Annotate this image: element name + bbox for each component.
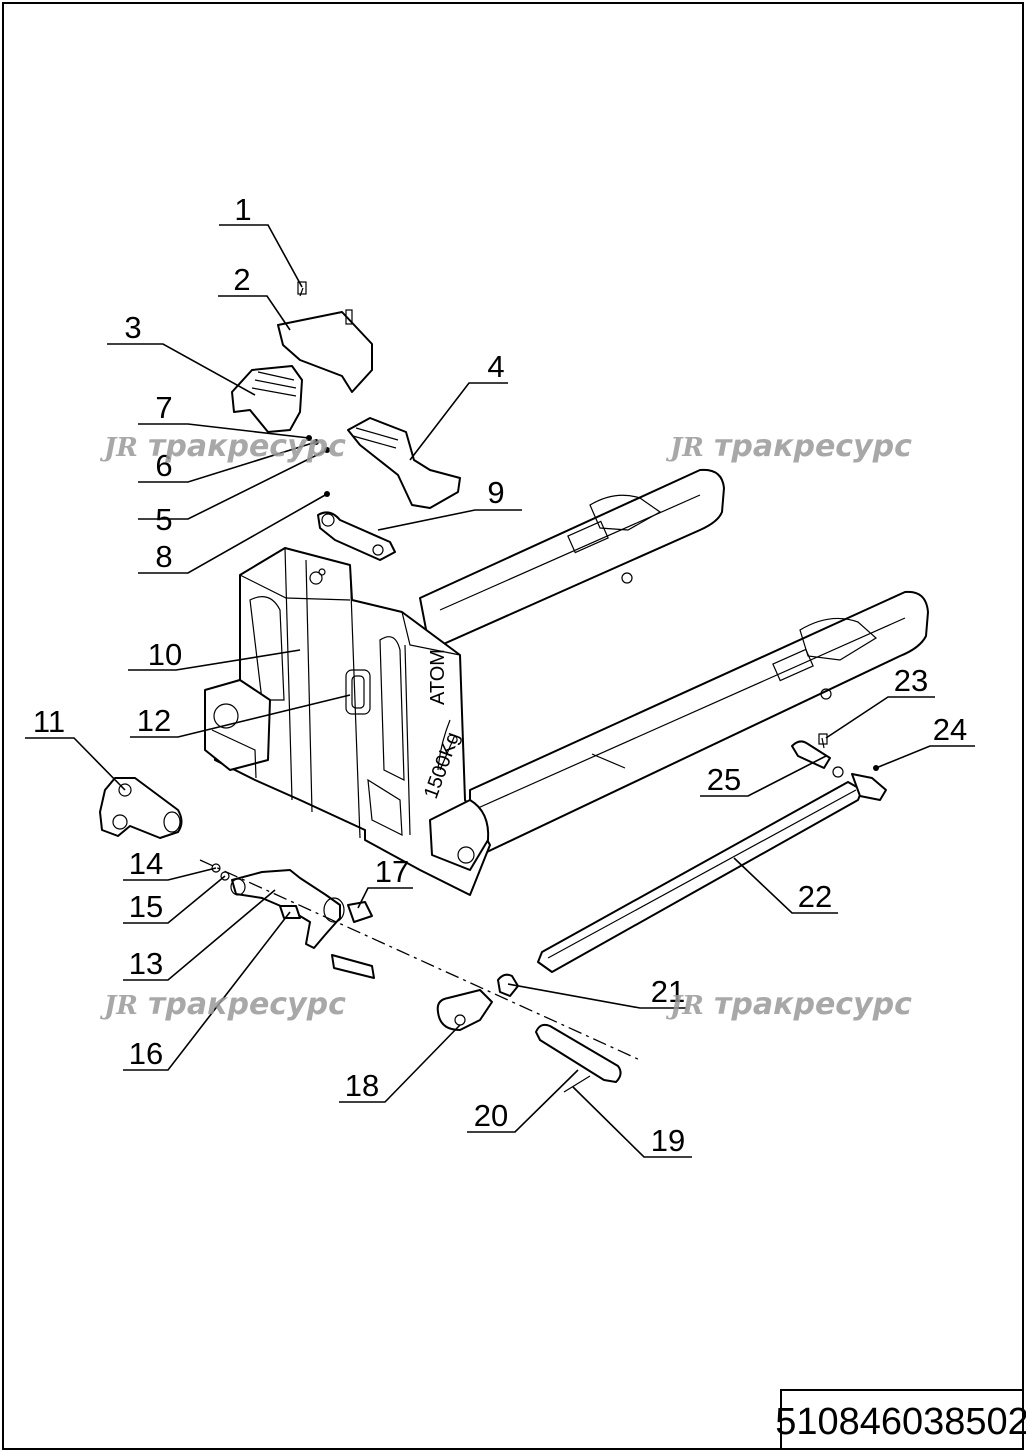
watermark-bottom-right: JR тракресурс xyxy=(665,987,912,1022)
part-3-pedal xyxy=(231,365,303,433)
leader-lines xyxy=(25,224,975,1158)
callout-5: 5 xyxy=(155,502,172,537)
callout-24: 24 xyxy=(933,712,967,747)
part-1-screw xyxy=(299,287,304,297)
callout-25: 25 xyxy=(707,762,741,797)
callout-20: 20 xyxy=(474,1098,508,1133)
watermark-logo: JR xyxy=(99,991,138,1021)
brand-marking: ATOM xyxy=(427,649,449,705)
callout-4: 4 xyxy=(487,349,504,384)
watermark-top-right: JR тракресурс xyxy=(665,429,912,464)
part-11-bracket xyxy=(99,777,183,839)
part-22-push-rod xyxy=(537,781,863,973)
watermark-text: тракресурс xyxy=(714,987,912,1022)
part-20-pin xyxy=(535,1023,622,1083)
callout-19: 19 xyxy=(651,1123,685,1158)
fork-lower xyxy=(469,590,929,861)
watermark-logo: JR xyxy=(665,991,704,1021)
callout-11: 11 xyxy=(33,704,65,739)
callout-6: 6 xyxy=(155,448,172,483)
callout-3: 3 xyxy=(124,310,141,345)
callout-9: 9 xyxy=(487,475,504,510)
watermark-logo: JR xyxy=(665,433,704,463)
part-23-screw xyxy=(821,737,825,749)
callout-7: 7 xyxy=(155,390,172,425)
push-rod-assembly xyxy=(537,733,887,973)
part-4-pedal xyxy=(347,417,461,509)
watermark-text: тракресурс xyxy=(714,429,912,464)
callout-14: 14 xyxy=(129,846,163,881)
callout-21: 21 xyxy=(651,974,685,1009)
callout-17: 17 xyxy=(375,854,409,889)
watermark-text: тракресурс xyxy=(148,429,346,464)
callout-23: 23 xyxy=(894,663,928,698)
callout-13: 13 xyxy=(129,946,163,981)
part-25-pin xyxy=(791,740,831,769)
callout-16: 16 xyxy=(129,1036,163,1071)
callout-10: 10 xyxy=(148,637,182,672)
part-18-fork-head xyxy=(436,989,493,1031)
lower-linkage xyxy=(199,859,641,1093)
callout-12: 12 xyxy=(137,703,171,738)
part-13-link xyxy=(231,869,341,949)
part-9-lever xyxy=(317,511,396,561)
part-14-ring xyxy=(211,863,221,873)
main-frame: ATOM 1500Kg xyxy=(204,547,491,896)
watermark-text: тракресурс xyxy=(148,987,346,1022)
handle-parts xyxy=(231,281,461,561)
part-number-box: 510846038502 xyxy=(775,1389,1026,1450)
fork-upper xyxy=(419,468,725,651)
pallet-truck-illustration: ATOM 1500Kg xyxy=(99,281,929,1093)
part-number: 510846038502 xyxy=(775,1401,1026,1443)
callout-8: 8 xyxy=(155,539,172,574)
callout-numbers: 1 2 3 4 5 6 7 8 9 10 11 12 14 15 13 16 1… xyxy=(33,192,967,1158)
callout-22: 22 xyxy=(798,879,832,914)
callout-2: 2 xyxy=(233,262,250,297)
callout-15: 15 xyxy=(129,889,163,924)
watermark-top-left: JR тракресурс xyxy=(99,429,346,464)
part-17-bushing xyxy=(347,901,373,923)
watermark-logo: JR xyxy=(99,433,138,463)
part-21-nut xyxy=(497,973,519,997)
watermark-bottom-left: JR тракресурс xyxy=(99,987,346,1022)
callout-18: 18 xyxy=(345,1068,379,1103)
part-19-cotter xyxy=(563,1075,591,1093)
callout-1: 1 xyxy=(234,192,251,227)
